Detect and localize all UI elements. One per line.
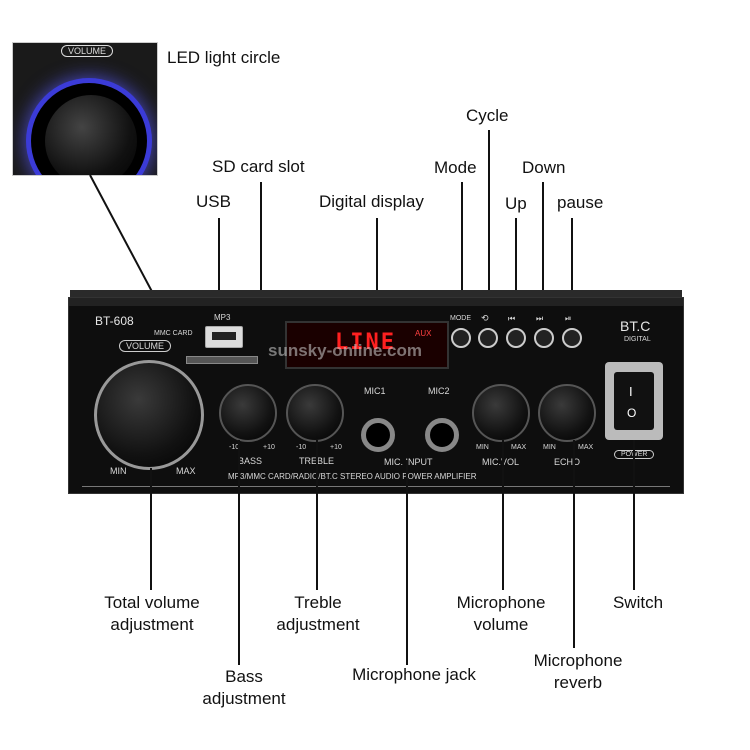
callout-led-light-circle: LED light circle — [167, 48, 281, 67]
power-switch[interactable]: I O — [605, 362, 663, 440]
pause-button[interactable] — [562, 328, 582, 348]
watermark: sunsky-online.com — [268, 341, 422, 360]
callout-total-volume-line2: adjustment — [110, 615, 194, 634]
bass-knob[interactable] — [219, 384, 277, 442]
micvol-max-label: MAX — [511, 444, 527, 451]
bass-label: BASS — [238, 456, 263, 466]
mode-label: MODE — [450, 315, 471, 322]
treble-plus-label: +10 — [330, 444, 342, 451]
play-pause-icon: ⏯ — [565, 314, 572, 323]
leader-usb — [218, 218, 220, 324]
leader-down — [542, 182, 544, 320]
leader-treble — [316, 440, 318, 590]
leader-mode — [461, 182, 463, 320]
switch-off-symbol: O — [627, 406, 637, 420]
callout-mode: Mode — [434, 158, 477, 177]
usb-port[interactable] — [205, 326, 243, 348]
callout-bass: Bass adjustment — [202, 666, 285, 710]
callout-bass-line2: adjustment — [202, 689, 286, 708]
callout-mic-volume-line1: Microphone — [456, 593, 546, 612]
echo-min-label: MIN — [543, 444, 556, 451]
callout-mic-volume-line2: volume — [473, 615, 529, 634]
callout-cycle: Cycle — [466, 106, 509, 125]
echo-knob[interactable] — [538, 384, 596, 442]
mp3-label: MP3 — [214, 313, 231, 322]
inset-volume-label: VOLUME — [61, 45, 114, 57]
callout-digital-display: Digital display — [319, 192, 424, 211]
mode-button[interactable] — [451, 328, 471, 348]
inset-volume-knob — [45, 95, 137, 175]
digital-display: LINE AUX — [285, 321, 449, 369]
leader-display — [376, 218, 378, 322]
callout-mic-jack: Microphone jack — [352, 665, 476, 684]
callout-mic-reverb-line1: Microphone — [533, 651, 623, 670]
micvol-min-label: MIN — [476, 444, 489, 451]
callout-treble-line2: adjustment — [276, 615, 360, 634]
leader-cycle — [488, 130, 490, 320]
callout-pause: pause — [557, 193, 604, 212]
mic1-jack[interactable] — [361, 418, 395, 452]
callout-down: Down — [522, 158, 566, 177]
callout-mic-reverb-line2: reverb — [553, 673, 603, 692]
mmc-card-label: MMC CARD — [154, 330, 193, 337]
cycle-button[interactable] — [478, 328, 498, 348]
leader-total-volume — [150, 468, 152, 590]
sd-card-slot[interactable] — [186, 356, 258, 364]
callout-treble: Treble adjustment — [276, 592, 359, 636]
leader-mic-volume — [502, 440, 504, 590]
callout-treble-line1: Treble — [294, 593, 342, 612]
power-rocker[interactable] — [614, 372, 654, 430]
mic2-label: MIC2 — [428, 386, 450, 396]
volume-min-label: MIN — [110, 466, 127, 476]
panel-bottom-text: MP3/MMC CARD/RADIO/BT.C STEREO AUDIO POW… — [228, 472, 477, 481]
display-aux: AUX — [415, 329, 432, 338]
brand-label: BT.C — [620, 318, 651, 334]
bass-minus-label: -10 — [229, 444, 240, 451]
up-button[interactable] — [506, 328, 526, 348]
cycle-icon: ⟲ — [481, 313, 489, 323]
callout-total-volume: Total volume adjustment — [104, 592, 199, 636]
callout-total-volume-line1: Total volume — [104, 593, 200, 612]
mic2-jack[interactable] — [425, 418, 459, 452]
leader-pause — [571, 218, 573, 320]
switch-on-symbol: I — [629, 384, 633, 399]
echo-label: ECHO — [554, 457, 581, 467]
amplifier-top — [70, 290, 682, 298]
callout-usb: USB — [196, 192, 231, 211]
next-icon: ⏭ — [536, 314, 544, 323]
treble-knob[interactable] — [286, 384, 344, 442]
mic-volume-knob[interactable] — [472, 384, 530, 442]
volume-max-label: MAX — [176, 466, 196, 476]
callout-sd-card-slot: SD card slot — [212, 157, 305, 176]
volume-label: VOLUME — [119, 340, 172, 352]
callout-mic-volume: Microphone volume — [457, 592, 546, 636]
display-text: LINE — [335, 330, 396, 355]
callout-switch: Switch — [612, 593, 664, 612]
leader-sd-card — [260, 182, 262, 350]
prev-icon: ⏮ — [508, 314, 516, 323]
led-inset-photo: VOLUME — [12, 42, 158, 176]
panel-divider — [82, 486, 670, 487]
leader-mic-jack — [406, 460, 408, 665]
echo-max-label: MAX — [578, 444, 594, 451]
callout-up: Up — [505, 194, 527, 213]
mic-vol-label: MIC.VOL — [482, 457, 520, 467]
treble-minus-label: -10 — [296, 444, 307, 451]
callout-bass-line1: Bass — [225, 667, 263, 686]
leader-mic-reverb — [573, 440, 575, 648]
model-label: BT-608 — [95, 314, 134, 328]
down-button[interactable] — [534, 328, 554, 348]
bass-plus-label: +10 — [263, 444, 275, 451]
mic1-label: MIC1 — [364, 386, 386, 396]
mic-input-label: MIC. INPUT — [384, 457, 433, 467]
leader-switch — [633, 440, 635, 590]
leader-up — [515, 218, 517, 320]
brand-sub-label: DIGITAL — [624, 336, 651, 343]
callout-mic-reverb: Microphone reverb — [534, 650, 623, 694]
total-volume-knob[interactable] — [94, 360, 204, 470]
leader-bass — [238, 440, 240, 665]
